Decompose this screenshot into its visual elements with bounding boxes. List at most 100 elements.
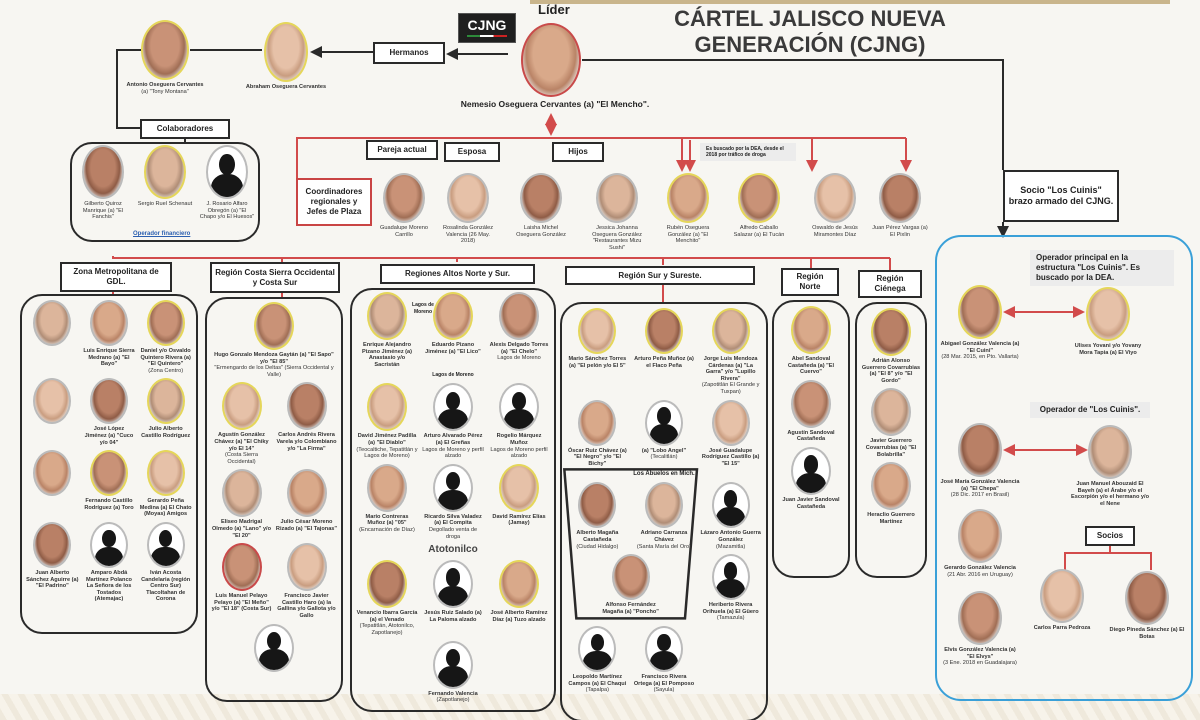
person-photo [1086,287,1130,341]
person-name: Mario Sánchez Torres (a) "El pelón y/o E… [568,356,627,369]
cuinis-principal-note: Operador principal en la estructura "Los… [1030,250,1174,286]
person-name: Francisco Javier Castillo Haro (a) la Ga… [277,593,336,619]
silhouette-icon [711,482,750,529]
person-caption: Fernando Valencia(Zapotlanejo) [391,691,515,704]
person-name: Francisco Rivera Ortega (a) El Pomposo [633,673,695,687]
region-member-card: Gerardo Peña Medina (a) El Chato (Moyas)… [139,450,193,518]
person-photo [871,462,911,511]
bottom-decor-pattern [0,694,1200,720]
person-note: (Santa María del Oro) [636,543,692,550]
person-note: Lagos de Moreno perfil alzado [490,446,548,460]
person-name: Lázaro Antonio Guerra González [700,530,761,543]
leader-label: Líder [538,2,570,17]
person-name: Agustín Sandoval Castañeda [787,429,835,443]
person-name: Arturo Peña Muñoz (a) el Flaco Peña [634,356,694,369]
region-member-card: Agustín González Chávez (a) "El Chiky y/… [211,382,273,465]
person-photo [367,292,407,340]
region-member-card: Francisco Javier Castillo Haro (a) la Ga… [276,543,338,619]
person-name: Alberto Magaña Castañeda [576,530,619,543]
person-photo [33,300,72,346]
person-name: Agustín González Chávez (a) "El Chiky y/… [214,432,269,452]
person-name: Abel Sandoval Castañeda (a) "El Cuervo" [787,356,835,376]
person-caption: Abel Sandoval Castañeda (a) "El Cuervo" [778,356,844,376]
silhouette-icon [433,383,473,432]
silhouette-icon [644,625,683,672]
person-caption: Luis Enrique Sierra Medrano (a) "El Bayo… [82,348,136,368]
person-name: Julio Alberto Castillo Rodríguez [141,426,191,439]
region-member-card: Adriano Carranza Chávez(Santa María del … [633,482,695,550]
person-caption: Juan Pérez Vargas (a) El Pixlin [872,225,928,238]
region-member-card: Mario Sánchez Torres (a) "El pelón y/o E… [566,308,628,369]
person-caption: José Alberto Ramírez Díaz (a) Tuzo alzad… [488,610,550,623]
cuinis-member-card: José María González Valencia (a) "El Che… [940,423,1020,499]
person-photo [611,554,650,601]
region-member-card: Jesús Ruiz Salado (a) La Paloma alzado [422,560,484,623]
person-caption: Eduardo Pizano Jiménez (a) "El Lico" [422,342,484,355]
person-caption: Diego Pineda Sánchez (a) El Botas [1107,627,1187,640]
person-caption: Lázaro Antonio Guerra González(Mazamitla… [700,530,762,550]
person-photo [286,543,327,592]
region-member-card: Iván Acosta Candelaria (región Centro Su… [139,521,193,603]
region-group-3 [560,302,768,720]
region-member-card: Heraclio Guerrero Martínez [860,462,922,525]
person-name: Abraham Oseguera Cervantes [245,84,327,90]
colaborador-card: Gilberto Quiroz Manrique (a) "El Fanchis… [75,145,131,221]
person-caption: Leopoldo Martínez Campos (a) El Chaqui(T… [566,674,628,694]
cjng-logo: CJNG [458,13,516,43]
person-caption: David Ramírez Elías (Jamay) [488,514,550,527]
person-note: Juan Pérez Vargas (a) El Pixlin [872,225,928,238]
person-note: Sergio Ruel Schenaut [137,201,193,207]
family-member-card: Rosalinda González Valencia (26 May. 201… [440,173,496,245]
family-member-card: Jessica Johanna Oseguera González "Resta… [589,173,645,251]
person-photo [367,463,407,512]
region-member-card: Venancio Ibarra García (a) el Venado(Tep… [356,560,418,636]
person-photo [221,543,262,592]
region-header-4: Región Norte [781,268,839,296]
person-caption: Adrián Alonso Guerrero Covarrubias (a) "… [860,358,922,384]
person-photo [791,306,831,354]
person-note: (Tapalpa) [585,687,609,694]
family-member-card: Laisha Michel Oseguera González [513,173,569,238]
person-note: (Zona Centro) [148,367,184,374]
person-name: Luis Manuel Pelayo Pelayo (a) "El Meño" … [211,593,272,613]
person-caption: Luis Manuel Pelayo Pelayo (a) "El Meño" … [211,593,273,613]
person-name: David Ramírez Elías (Jamay) [492,513,546,527]
silhouette-icon [711,554,750,601]
person-name: Iván Acosta Candelaria (región Centro Su… [141,569,191,603]
region-people-4: Abel Sandoval Castañeda (a) "El Cuervo" A… [775,306,847,510]
person-photo [667,173,709,223]
person-photo [1088,425,1132,479]
page-title: CÁRTEL JALISCO NUEVA GENERACIÓN (CJNG) [674,6,946,57]
person-caption: Rubén Oseguera González (a) "El Menchito… [660,225,716,245]
person-note: Rubén Oseguera González (a) "El Menchito… [666,225,710,245]
top-decor-bar [530,0,1170,4]
person-caption: Julio César Moreno Rizado (a) "El Tajona… [276,519,338,532]
person-name: Fernando Valencia [428,690,478,697]
region-member-card: José Alberto Ramírez Díaz (a) Tuzo alzad… [488,560,550,623]
person-name: Juan Manuel Abouzaid El Bayeh (a) el Ára… [1070,481,1150,507]
silhouette-icon [206,145,248,199]
region-member-card: Heriberto Rivera Orihuela (a) El Güero(T… [700,554,762,622]
person-caption: Arturo Peña Muñoz (a) el Flaco Peña [633,356,695,369]
person-caption: Alexis Delgado Torres (a) "El Chelo"Lago… [488,342,550,362]
person-name: Gerardo González Valencia [944,565,1016,571]
region-member-card: Juan Javier Sandoval Castañeda [778,446,844,510]
region-member-card: José Guadalupe Rodríguez Castillo (a) "E… [700,399,762,468]
person-caption: Agustín González Chávez (a) "El Chiky y/… [211,432,273,465]
person-name: Ulises Yovani y/o Yovany Mora Tapia (a) … [1074,343,1142,356]
colaboradores-box: Colaboradores [140,119,230,139]
person-name: Óscar Ruiz Chávez (a) "El Negro" y/o "El… [567,447,627,467]
silhouette-icon [644,399,683,446]
region-group-0 [20,294,198,634]
person-note: Laisha Michel Oseguera González [516,225,566,238]
person-name: Arturo Alvarado Pérez (a) El Greñas [423,433,483,446]
person-name: Leopoldo Martínez Campos (a) El Chaqui [568,673,627,687]
person-caption: J. Rosario Alfaro Obregón (a) "El Chapo … [199,201,255,221]
person-photo [367,560,407,609]
person-name: Venancio Ibarra García (a) el Venado [356,610,418,623]
cuinis-member-card: Carlos Parra Pedroza [1022,569,1102,632]
person-photo [33,521,72,568]
region-member-card: Carlos Andrés Rivera Varela y/o Colombia… [276,382,338,452]
